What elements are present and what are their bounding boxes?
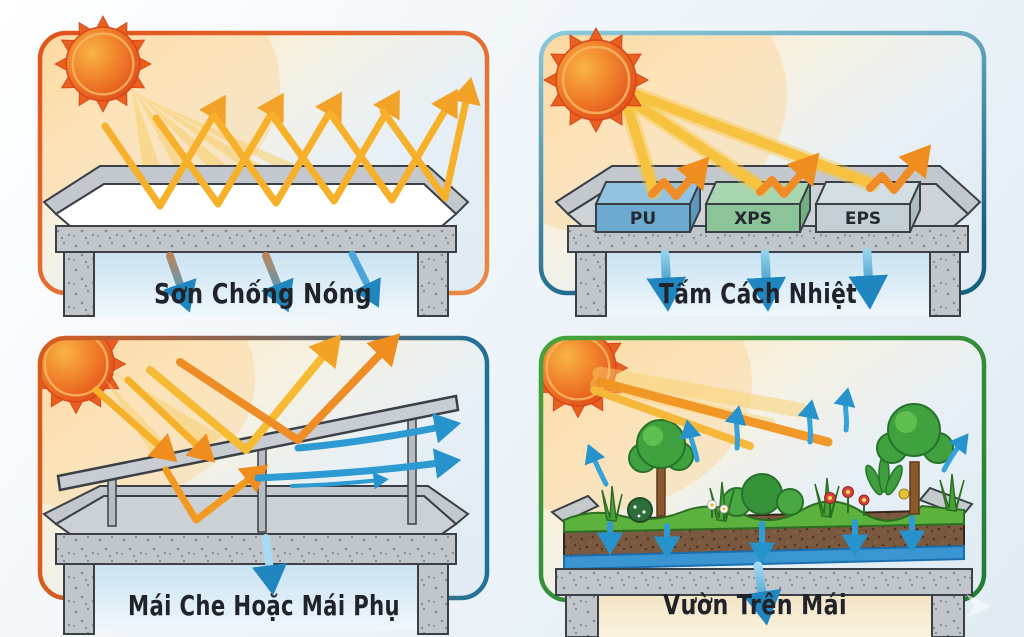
column-right [929, 251, 961, 317]
column-right [417, 251, 449, 317]
bush-small-dark [627, 497, 653, 523]
red-flowers [824, 486, 870, 516]
tree-trunk [909, 461, 920, 515]
board-label-eps: EPS [845, 209, 881, 229]
panel-title-paint: Sơn Chống Nóng [154, 277, 372, 310]
reflected-bounce-arrows [648, 144, 932, 200]
panel-title-garden: Vườn Trên Mái [663, 588, 847, 621]
heat-transfer-arrow [742, 561, 782, 626]
middle-bushes [722, 473, 804, 517]
yellow-flower [898, 488, 910, 500]
board-label-xps: XPS [734, 209, 772, 229]
reflected-ray-arrows [101, 76, 481, 210]
reduced-heat-arrows [646, 247, 889, 312]
canopy-slab [56, 394, 460, 492]
watermark-arrow [966, 594, 992, 618]
column-left [63, 563, 95, 635]
panel-title-canopy: Mái Che Hoặc Mái Phụ [128, 589, 400, 622]
panel-title-insulation: Tấm Cách Nhiệt [659, 277, 857, 310]
concrete-slab [55, 225, 457, 253]
leafy-plant [865, 455, 903, 496]
column-right [417, 563, 449, 635]
column-left [565, 594, 599, 637]
wind-flow-arrows [254, 413, 462, 490]
drainage-arrows [596, 515, 926, 566]
column-left [63, 251, 95, 317]
canopy-post-middle [257, 444, 267, 533]
parapet-left [550, 494, 600, 524]
sun-ray-arrows [92, 333, 401, 524]
heat-transfer-arrow [251, 534, 287, 596]
grass-layer [563, 500, 965, 534]
panel-heat-reflective-paint: Sơn Chống Nóng [37, 15, 490, 317]
panel-insulation-boards: PU XPS EPS Tấm Cách Nhiệt [538, 26, 987, 317]
panel-rooftop-garden: Vườn Trên Mái [538, 335, 987, 637]
column-left [575, 251, 607, 317]
tree-trunk [656, 467, 666, 517]
board-label-pu: PU [630, 209, 656, 229]
panel-canopy-roof: Mái Che Hoặc Mái Phụ [37, 333, 490, 635]
sunbeam-rays [619, 86, 880, 200]
white-flowers [707, 500, 729, 521]
canopy-post-left [107, 475, 117, 527]
tree-left [628, 419, 694, 517]
column-right [931, 594, 965, 637]
heat-transfer-arrows [163, 250, 381, 313]
vegetation [563, 403, 965, 534]
evaporation-arrows [584, 387, 969, 487]
concrete-slab [55, 533, 457, 565]
tree-right [876, 403, 954, 515]
